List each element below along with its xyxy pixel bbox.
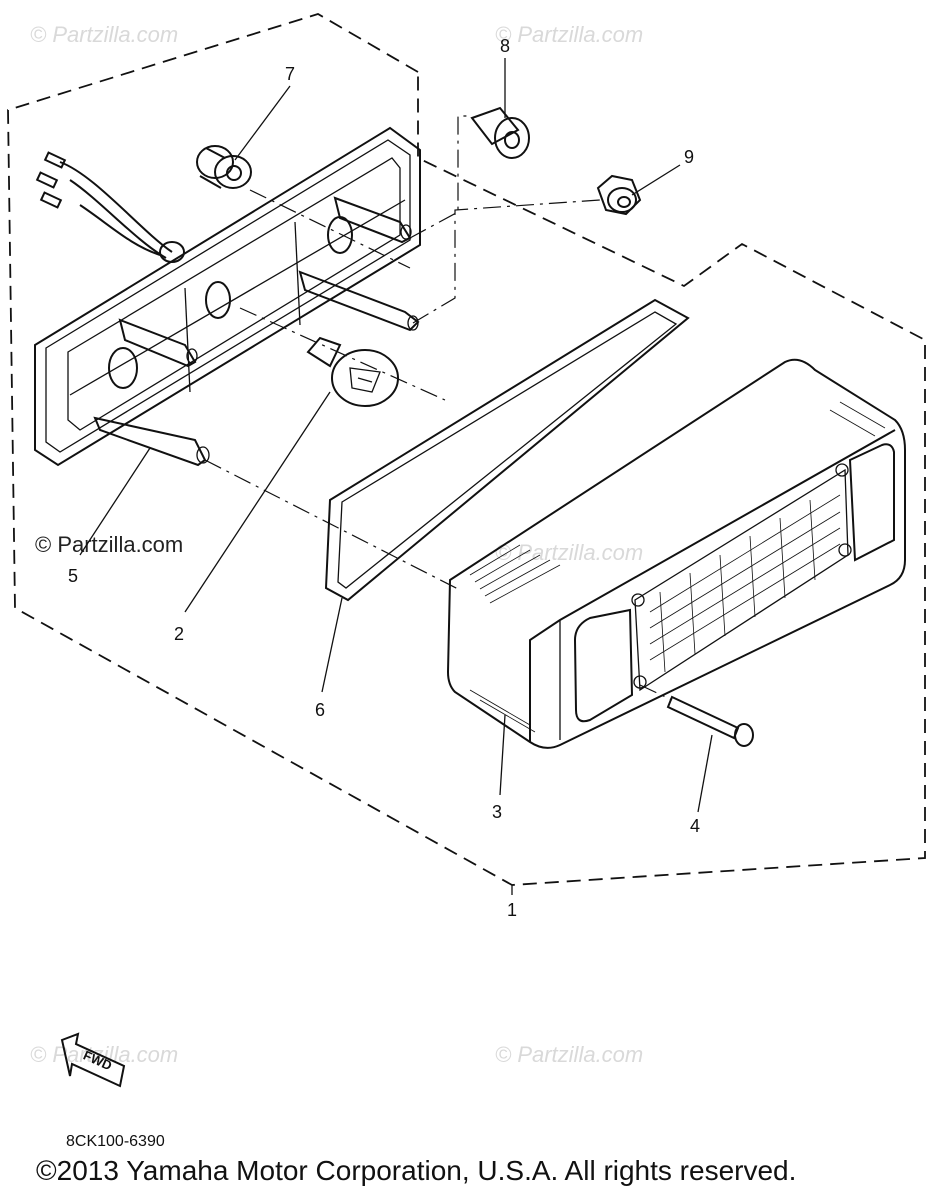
centerline [239, 307, 446, 401]
gasket-part [324, 298, 690, 602]
housing-part [34, 126, 421, 467]
diagram-reference-code: 8CK100-6390 [66, 1133, 165, 1150]
nut-part [596, 174, 642, 216]
watermark: © Partzilla.com [495, 1042, 643, 1067]
watermark: © Partzilla.com [30, 22, 178, 47]
lens-part [446, 358, 906, 749]
callout-2: 2 [174, 624, 184, 644]
leader-line [499, 714, 506, 796]
watermark: © Partzilla.com [495, 540, 643, 565]
assembly-boundary [7, 13, 926, 886]
watermark: © Partzilla.com [35, 532, 183, 557]
watermark: © Partzilla.com [30, 1042, 178, 1067]
centerline [409, 115, 472, 239]
centerline [412, 199, 601, 324]
leader-line [697, 734, 713, 813]
leader-line [234, 85, 291, 161]
callout-5: 5 [68, 566, 78, 586]
callout-6: 6 [315, 700, 325, 720]
watermark: © Partzilla.com [495, 22, 643, 47]
grommet-part [196, 145, 252, 189]
callout-4: 4 [690, 816, 700, 836]
screw-part [666, 695, 754, 747]
collar-part [470, 106, 530, 159]
callout-1: 1 [507, 900, 517, 920]
leader-line [184, 391, 331, 613]
leader-line [79, 447, 151, 556]
callout-3: 3 [492, 802, 502, 822]
leader-line [321, 597, 343, 693]
copyright-notice: ©2013 Yamaha Motor Corporation, U.S.A. A… [36, 1155, 797, 1186]
centerline [639, 684, 673, 701]
bulb-part [306, 336, 399, 407]
callout-9: 9 [684, 147, 694, 167]
callout-8: 8 [500, 36, 510, 56]
leader-line [631, 164, 681, 196]
callout-7: 7 [285, 64, 295, 84]
centerline [249, 189, 411, 269]
centerline [204, 459, 461, 591]
